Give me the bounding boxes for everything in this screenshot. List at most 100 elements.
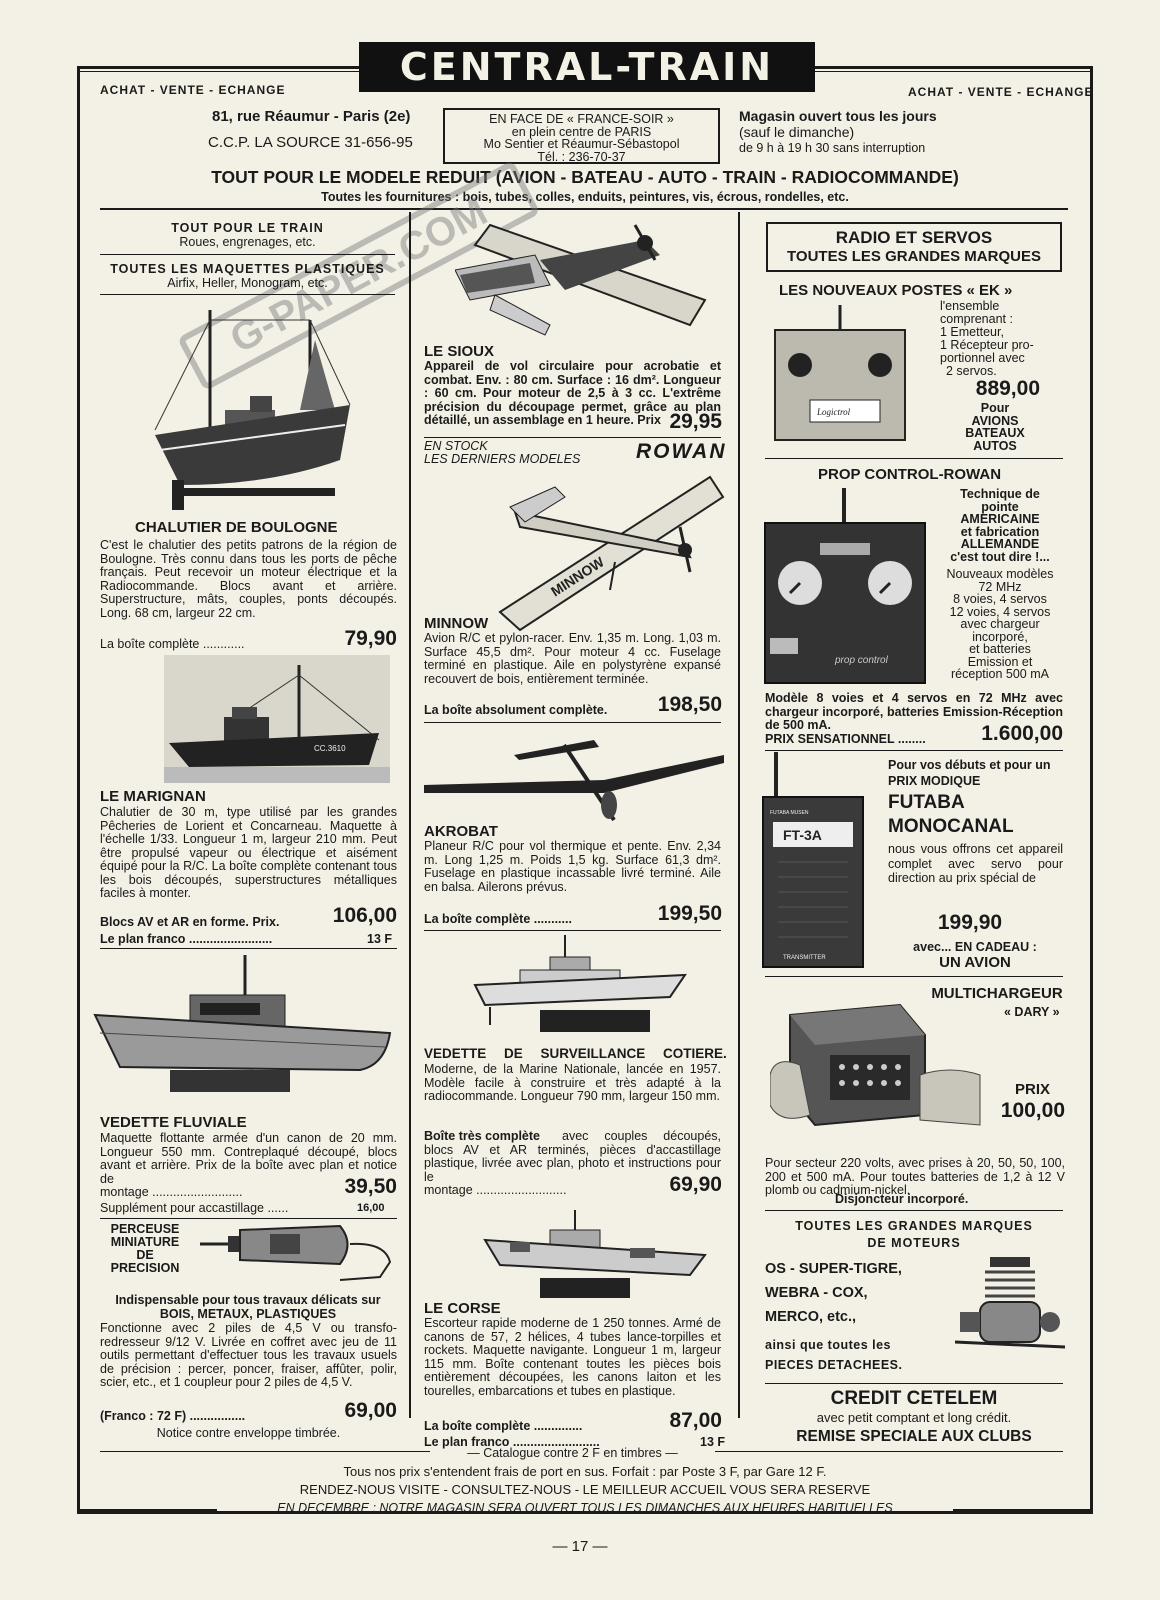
prop-model: Modèle 8 voies et 4 servos en 72 MHz ave… — [765, 691, 1063, 732]
cotiere-last: montage .......................... — [424, 1183, 567, 1197]
motors-list: OS - SUPER-TIGRE, WEBRA - COX, MERCO, et… — [765, 1257, 902, 1329]
vedette-last: montage .......................... — [100, 1185, 243, 1199]
ek-price: 889,00 — [975, 377, 1040, 400]
rowan-brand: ROWAN — [636, 440, 727, 463]
credit-text: avec petit comptant et long crédit. — [816, 1410, 1012, 1425]
dary-prix: PRIX — [1015, 1081, 1051, 1098]
perceuse-bold: Indispensable pour tous travaux délicats… — [115, 1293, 381, 1321]
ek-text-5: portionnel avec — [940, 351, 1025, 365]
cotiere-text2: avec couples découpés, blocs AV et AR te… — [424, 1129, 721, 1184]
prop-tech-1: Technique de — [960, 487, 1040, 501]
motors-title: TOUTES LES GRANDES MARQUES — [795, 1219, 1033, 1233]
cotiere-price: 69,90 — [669, 1173, 722, 1196]
cotiere-bold: Boîte très complète — [424, 1129, 541, 1143]
credit-title: CREDIT CETELEM — [830, 1388, 998, 1409]
prop-tech-4: et fabrication — [960, 524, 1040, 539]
location-line-4: Tél. : 236-70-37 — [537, 149, 626, 164]
prop-tech: Technique de pointe AMERICAINE et fabric… — [935, 488, 1065, 563]
futaba-model-label: FT-3A — [783, 827, 822, 843]
radio-box: RADIO ET SERVOS TOUTES LES GRANDES MARQU… — [766, 222, 1062, 272]
ek-text-2: comprenant : — [940, 312, 1013, 326]
chalutier-photo — [150, 300, 355, 515]
ek-photo: Logictrol — [765, 305, 915, 445]
akrobat-title: AKROBAT — [424, 823, 498, 840]
perceuse-title-3: DE — [136, 1248, 154, 1262]
train-sub: Roues, engrenages, etc. — [179, 235, 316, 249]
futaba-gift: avec... EN CADEAU : — [913, 940, 1037, 954]
kits-sub: Airfix, Heller, Monogram, etc. — [167, 276, 328, 290]
marignan-plan-price: 13 F — [367, 932, 393, 946]
marignan-price: 106,00 — [332, 904, 397, 927]
futaba-gift2: UN AVION — [939, 954, 1011, 971]
header-divider — [100, 208, 1068, 210]
opening-hours: Magasin ouvert tous les jours (sauf le d… — [739, 108, 937, 156]
hours-line-2: (sauf le dimanche) — [739, 124, 855, 140]
ek-for-2: AVIONS — [971, 413, 1019, 428]
slogan: TOUT POUR LE MODELE REDUIT (AVION - BATE… — [211, 167, 959, 187]
corse-title: LE CORSE — [424, 1300, 501, 1317]
marignan-text: Chalutier de 30 m, type utilisé par les … — [100, 805, 397, 900]
ek-for-1: Pour — [980, 401, 1010, 415]
kits-block: TOUTES LES MAQUETTES PLASTIQUES Airfix, … — [100, 262, 395, 290]
minnow-last: La boîte absolument complète. — [424, 703, 608, 717]
ek-text-4: 1 Récepteur pro- — [940, 338, 1034, 352]
prop-spec-2: 72 MHz — [978, 579, 1022, 594]
cotiere-photo — [470, 935, 690, 1045]
december-note: EN DECEMBRE : NOTRE MAGASIN SERA OUVERT … — [277, 1501, 893, 1515]
corse-last: La boîte complète .............. — [424, 1419, 583, 1433]
prop-spec-8: Emission et — [967, 654, 1033, 669]
prop-tech-2: pointe — [981, 499, 1019, 514]
radio-title: RADIO ET SERVOS — [835, 228, 993, 247]
column-divider-left — [409, 212, 411, 1418]
prop-spec-9: réception 500 mA — [951, 667, 1049, 681]
chalutier-last: La boîte complète ............ — [100, 637, 245, 651]
prop-spec-6: incorporé, — [972, 629, 1028, 644]
perceuse-title: PERCEUSE MINIATURE DE PRECISION — [100, 1223, 190, 1275]
footer-rule-left — [100, 1451, 430, 1452]
akrobat-last: La boîte complète ........... — [424, 912, 572, 926]
dary-bold: Disjoncteur incorporé. — [835, 1192, 969, 1206]
radio-sub: TOUTES LES GRANDES MARQUES — [787, 248, 1041, 265]
chalutier-text: C'est le chalutier des petits patrons de… — [100, 538, 397, 620]
brand-title: CENTRAL-TRAIN — [359, 42, 815, 92]
marignan-photo: CC.3610 — [164, 655, 390, 783]
futaba-rule — [765, 976, 1063, 977]
hours-line-1: Magasin ouvert tous les jours — [739, 108, 937, 124]
ek-text-1: l'ensemble — [940, 299, 1000, 313]
marignan-last: Blocs AV et AR en forme. Prix. — [100, 915, 280, 929]
motors-block: TOUTES LES GRANDES MARQUES DE MOTEURS — [765, 1218, 1063, 1252]
prop-tech-5: ALLEMANDE — [960, 537, 1040, 551]
dary-rule — [765, 1210, 1063, 1211]
motors-rule — [765, 1383, 1063, 1384]
motors-sub: DE MOTEURS — [867, 1236, 961, 1250]
minnow-text: Avion R/C et pylon-racer. Env. 1,35 m. L… — [424, 631, 721, 686]
footer-rule-right — [715, 1451, 1063, 1452]
prop-price: 1.600,00 — [981, 722, 1063, 745]
vedette-price: 39,50 — [344, 1175, 397, 1198]
vedette-photo — [90, 955, 395, 1115]
motor-2: WEBRA - COX, — [765, 1285, 868, 1301]
location-line-1: EN FACE DE « FRANCE-SOIR » — [489, 112, 674, 126]
vedette-title: VEDETTE FLUVIALE — [100, 1114, 247, 1131]
prop-tech-6: c'est tout dire !... — [950, 549, 1050, 564]
futaba-title2: MONOCANAL — [888, 816, 1014, 837]
column-divider-right — [738, 212, 740, 1418]
futaba-text: nous vous offrons cet appareil complet a… — [888, 842, 1063, 885]
akrobat-rule — [424, 930, 721, 931]
kits-title: TOUTES LES MAQUETTES PLASTIQUES — [110, 262, 385, 276]
minnow-price: 198,50 — [657, 693, 722, 716]
ccp: C.C.P. LA SOURCE 31-656-95 — [208, 134, 413, 151]
corse-photo — [480, 1210, 710, 1310]
perceuse-title-1: PERCEUSE — [110, 1222, 180, 1236]
location-line-3: Mo Sentier et Réaumur-Sébastopol — [483, 137, 680, 151]
corse-price: 87,00 — [669, 1409, 722, 1432]
motors-spare: ainsi que toutes les PIECES DETACHEES. — [765, 1335, 902, 1375]
vedette-supp-price: 16,00 — [357, 1202, 385, 1214]
chalutier-price: 79,90 — [344, 627, 397, 650]
perceuse-title-4: PRECISION — [110, 1261, 180, 1275]
motors-spare-1: ainsi que toutes les — [765, 1338, 892, 1352]
stock-line-2: LES DERNIERS MODELES — [424, 452, 581, 466]
futaba-photo: FUTABA MUSEN FT-3A TRANSMITTER — [758, 752, 868, 972]
sioux-price: 29,95 — [669, 410, 722, 433]
prop-spec-7: et batteries — [969, 642, 1031, 656]
